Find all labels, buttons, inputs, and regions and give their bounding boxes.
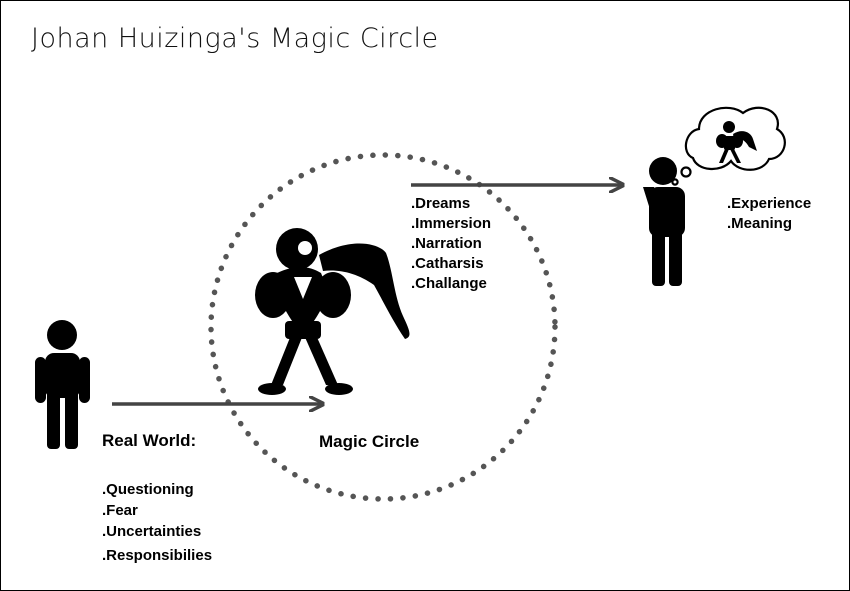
thinker-outcomes-list: .Experience .Meaning	[727, 194, 811, 234]
list-item: .Narration	[411, 235, 482, 252]
list-item: .Uncertainties	[102, 523, 202, 540]
real-world-traits-list: .Questioning .Fear .Uncertainties .Respo…	[102, 479, 212, 566]
list-item: .Dreams	[411, 195, 471, 212]
mini-superhero-icon	[716, 121, 757, 163]
list-item: .Catharsis	[411, 255, 484, 272]
hero-traits-list: .Dreams .Immersion .Narration .Catharsis…	[411, 194, 491, 294]
person-icon	[35, 320, 90, 449]
thinking-person-icon	[643, 157, 685, 286]
magic-circle-boundary	[208, 152, 558, 502]
page-title: Johan Huizinga's Magic Circle	[31, 23, 439, 54]
list-item: .Immersion	[411, 215, 492, 232]
list-item: .Meaning	[727, 215, 793, 232]
list-item: .Questioning	[102, 481, 194, 498]
list-item: .Challange	[411, 275, 487, 292]
magic-circle-heading: Magic Circle	[319, 432, 420, 451]
real-world-heading: Real World:	[102, 431, 197, 450]
list-item: .Responsibilies	[102, 547, 213, 564]
list-item: .Fear	[102, 502, 138, 519]
list-item: .Experience	[727, 195, 812, 212]
superhero-icon	[255, 228, 410, 395]
